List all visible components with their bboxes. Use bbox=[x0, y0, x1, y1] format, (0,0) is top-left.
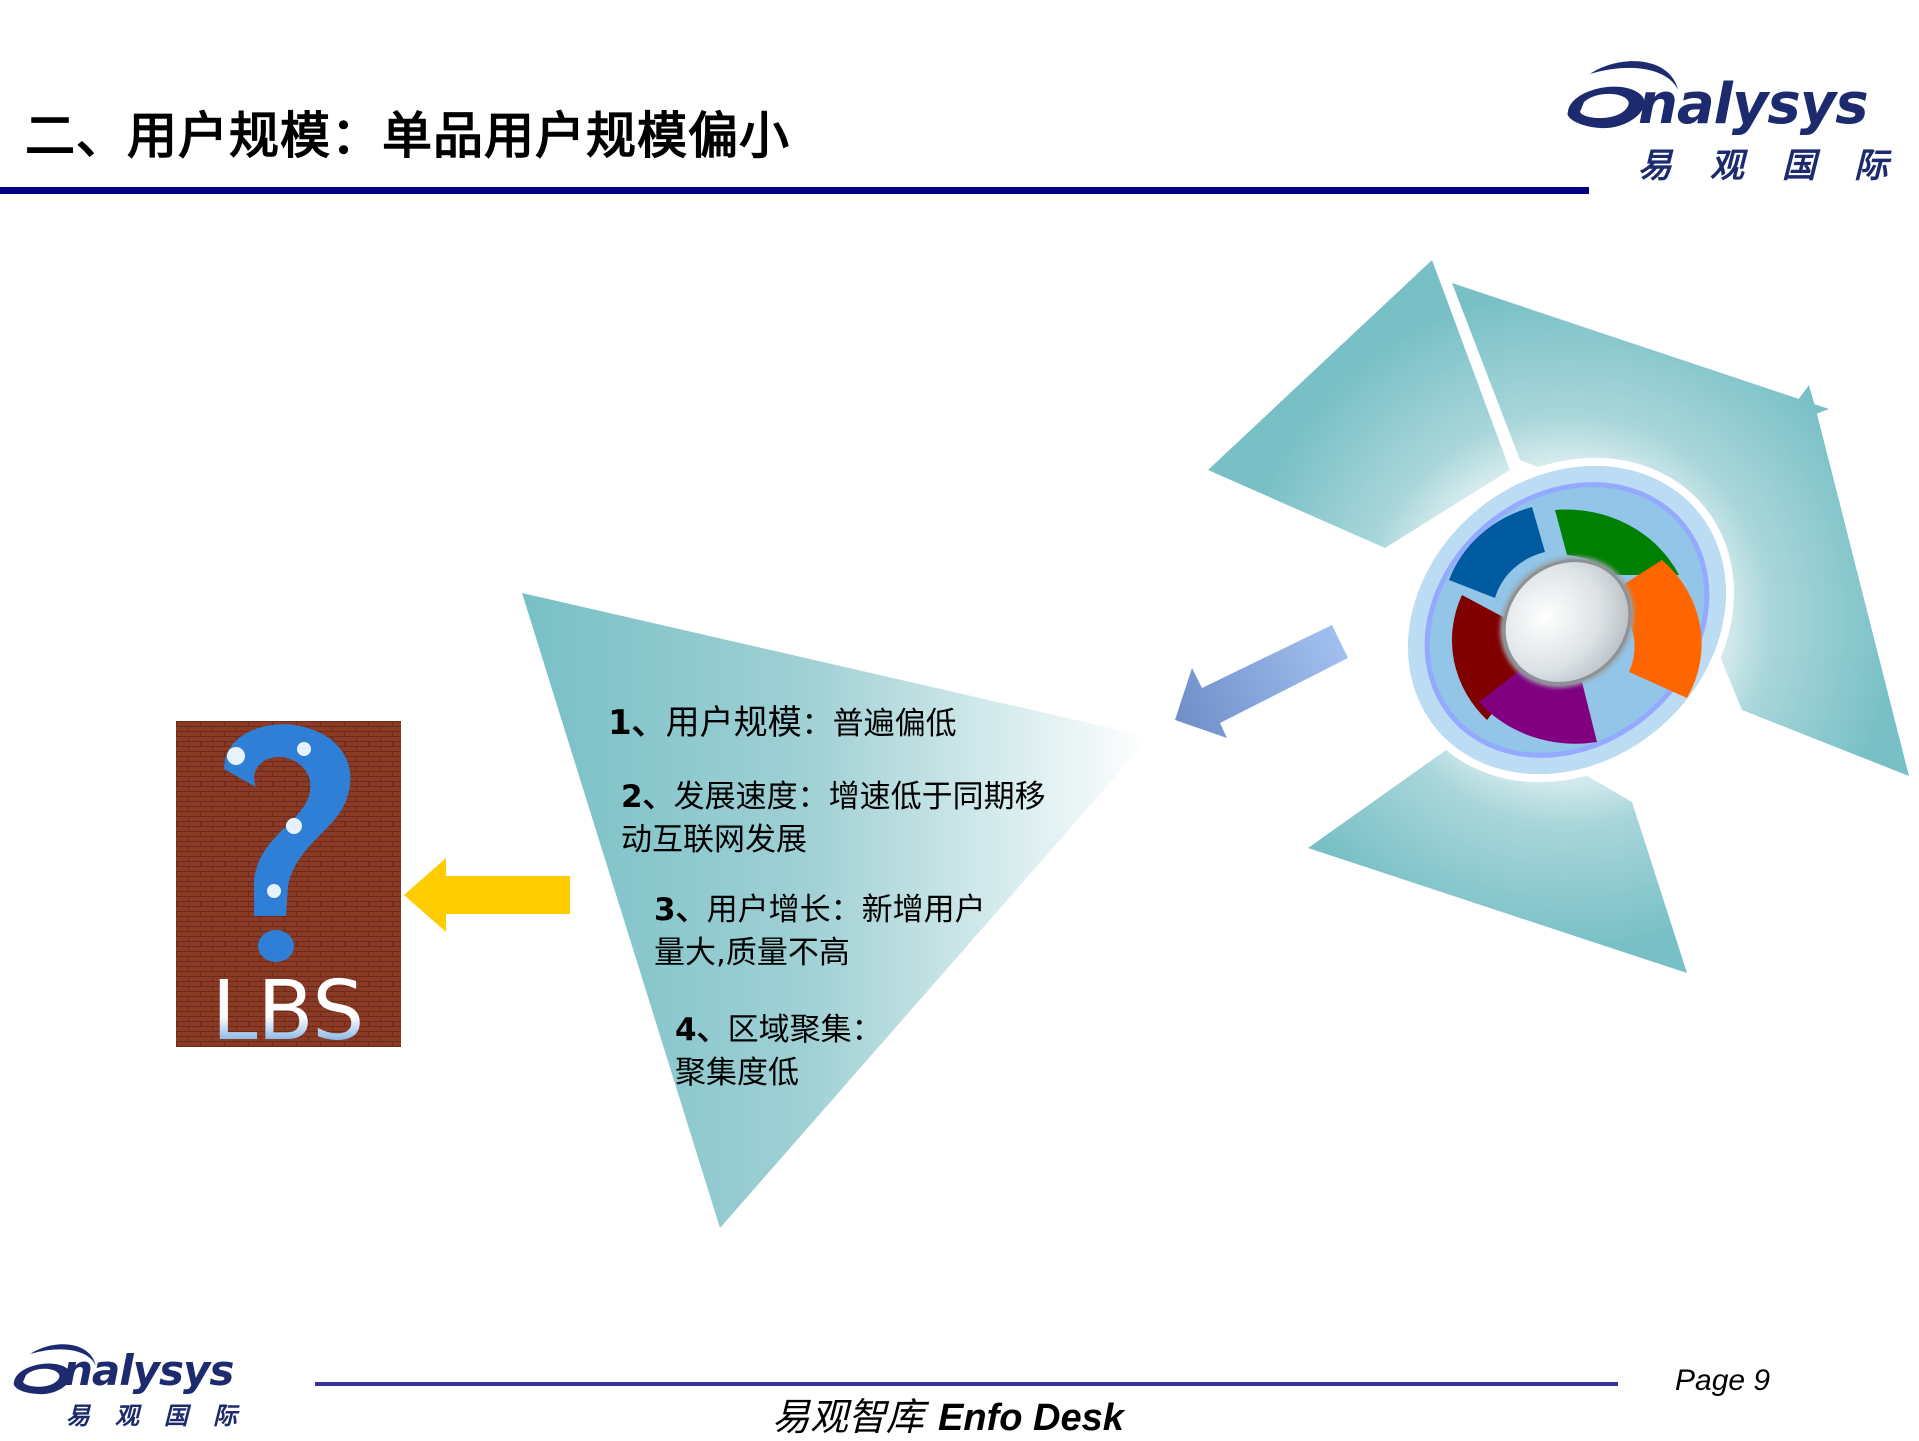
point-number: 2 bbox=[621, 779, 643, 815]
yellow-arrow-icon bbox=[404, 858, 570, 932]
content-triangle bbox=[522, 593, 1150, 1228]
point-title: 用户增长 bbox=[706, 892, 831, 928]
footer-brand-en: Enfo Desk bbox=[938, 1397, 1124, 1439]
segment-blue bbox=[1449, 507, 1545, 598]
point-detail-continued: 聚集度低 bbox=[675, 1055, 799, 1091]
point-separator: ： bbox=[801, 706, 833, 742]
footer-divider bbox=[315, 1382, 1618, 1386]
point-title: 发展速度 bbox=[673, 779, 798, 815]
point-number: 4 bbox=[675, 1012, 697, 1048]
point-4: 4、区域聚集： 聚集度低 bbox=[675, 1012, 883, 1091]
analysys-logo-bottom: nalysys 易观国际 bbox=[8, 1336, 268, 1431]
logo-swoosh-icon bbox=[13, 1344, 96, 1395]
point-number: 1 bbox=[608, 703, 632, 743]
point-detail: 新增用户 bbox=[861, 892, 986, 928]
footer-brand: 易观智库 Enfo Desk bbox=[772, 1386, 1124, 1441]
point-detail-continued: 量大,质量不高 bbox=[654, 935, 850, 971]
footer-brand-cn: 易观智库 bbox=[772, 1395, 925, 1439]
logo-wordmark: nalysys bbox=[63, 1346, 234, 1395]
point-detail: 增速低于同期移 bbox=[828, 779, 1046, 815]
logo-chinese: 易观国际 bbox=[1638, 146, 1919, 186]
analysys-logo-top: nalysys 易观国际 bbox=[1560, 50, 1900, 186]
page-number: Page 9 bbox=[1675, 1364, 1771, 1397]
point-1: 1、用户规模：普遍偏低 bbox=[608, 703, 957, 743]
svg-text:LBS: LBS bbox=[212, 964, 365, 1047]
page-title: 二、用户规模：单品用户规模偏小 bbox=[25, 107, 790, 165]
logo-swoosh-icon bbox=[1567, 61, 1678, 129]
logo-chinese: 易观国际 bbox=[66, 1402, 262, 1430]
header-divider bbox=[0, 187, 1589, 194]
point-title: 区域聚集 bbox=[727, 1012, 852, 1048]
blue-arrow-icon bbox=[1175, 625, 1348, 738]
point-detail-continued: 动互联网发展 bbox=[621, 822, 807, 858]
point-number: 3 bbox=[654, 892, 676, 928]
point-3: 3、用户增长：新增用户 量大,质量不高 bbox=[654, 892, 986, 971]
segment-orange bbox=[1607, 560, 1702, 698]
point-detail: 普遍偏低 bbox=[832, 706, 957, 742]
question-mark-icon: LBS bbox=[176, 721, 401, 1047]
point-title: 用户规模 bbox=[665, 703, 802, 743]
lbs-question-image: LBS bbox=[176, 721, 401, 1047]
point-2: 2、发展速度：增速低于同期移 动互联网发展 bbox=[621, 779, 1046, 858]
center-disc bbox=[1500, 556, 1634, 688]
logo-wordmark: nalysys bbox=[1638, 72, 1869, 137]
